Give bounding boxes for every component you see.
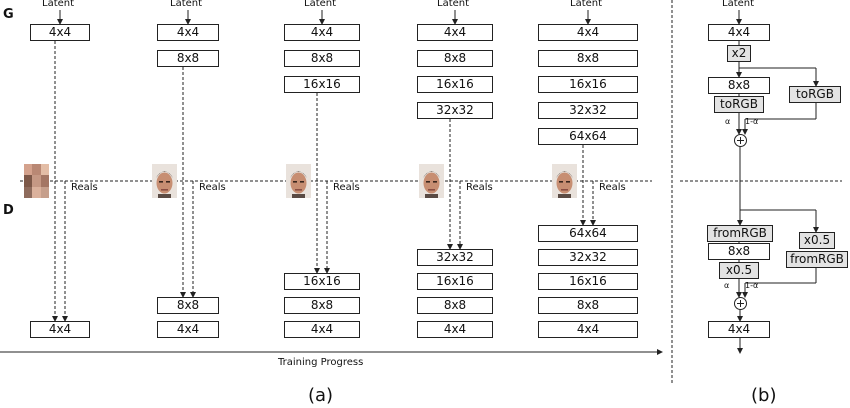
latent-label-b: Latent xyxy=(722,0,755,9)
b-disc-4x4-block: 4x4 xyxy=(708,321,770,338)
training-progress-label: Training Progress xyxy=(278,357,364,368)
generator-block: 8x8 xyxy=(284,50,360,67)
face-pixel xyxy=(32,186,41,198)
face-pixel xyxy=(40,186,49,198)
discriminator-block: 16x16 xyxy=(417,273,493,290)
discriminator-block: 4x4 xyxy=(30,321,90,338)
b-fromrgb-old-block: fromRGB xyxy=(786,251,848,268)
face-pixel xyxy=(40,164,49,176)
discriminator-block: 4x4 xyxy=(157,321,219,338)
b-downsample-old-block: x0.5 xyxy=(799,232,835,249)
discriminator-block: 8x8 xyxy=(538,297,638,314)
b-gen-8x8-block: 8x8 xyxy=(708,77,770,94)
latent-label: Latent xyxy=(170,0,203,9)
generator-block: 8x8 xyxy=(417,50,493,67)
discriminator-block: 16x16 xyxy=(538,273,638,290)
latent-label: Latent xyxy=(570,0,603,9)
generator-block: 16x16 xyxy=(284,76,360,93)
b-disc-one-minus-alpha-label: 1-α xyxy=(745,281,759,290)
face-pixel xyxy=(24,186,33,198)
generator-block: 4x4 xyxy=(284,24,360,41)
reals-label: Reals xyxy=(599,182,626,193)
b-disc-8x8-block: 8x8 xyxy=(708,243,770,260)
face-pixel xyxy=(24,164,33,176)
generator-block: 4x4 xyxy=(30,24,90,41)
b-fromrgb-new-block: fromRGB xyxy=(707,225,773,242)
face-pixel xyxy=(24,175,33,187)
face-thumbnail-4x4 xyxy=(24,164,49,198)
discriminator-block: 4x4 xyxy=(284,321,360,338)
reals-label: Reals xyxy=(333,182,360,193)
face-thumbnail-32x32 xyxy=(419,164,444,198)
b-disc-sum-node xyxy=(734,297,747,310)
panel-a-caption: (a) xyxy=(308,385,334,406)
generator-block: 32x32 xyxy=(417,102,493,119)
generator-block: 8x8 xyxy=(157,50,219,67)
discriminator-block: 8x8 xyxy=(157,297,219,314)
b-gen-alpha-label: α xyxy=(725,117,731,126)
reals-label: Reals xyxy=(71,182,98,193)
generator-block: 16x16 xyxy=(417,76,493,93)
generator-label: G xyxy=(3,7,14,22)
b-disc-alpha-label: α xyxy=(724,281,730,290)
reals-label: Reals xyxy=(199,182,226,193)
face-thumbnail-16x16 xyxy=(286,164,311,198)
discriminator-block: 8x8 xyxy=(417,297,493,314)
face-thumbnail-64x64 xyxy=(552,164,577,198)
latent-label: Latent xyxy=(42,0,75,9)
discriminator-block: 16x16 xyxy=(284,273,360,290)
b-gen-sum-node xyxy=(734,134,747,147)
generator-block: 4x4 xyxy=(417,24,493,41)
discriminator-block: 32x32 xyxy=(538,249,638,266)
b-upsample-block: x2 xyxy=(727,45,751,62)
generator-block: 4x4 xyxy=(538,24,638,41)
reals-label: Reals xyxy=(466,182,493,193)
b-gen-one-minus-alpha-label: 1-α xyxy=(745,117,759,126)
b-gen-4x4-block: 4x4 xyxy=(708,24,770,41)
face-pixel xyxy=(32,164,41,176)
face-pixel xyxy=(32,175,41,187)
discriminator-block: 8x8 xyxy=(284,297,360,314)
discriminator-block: 64x64 xyxy=(538,225,638,242)
generator-block: 32x32 xyxy=(538,102,638,119)
b-downsample-new-block: x0.5 xyxy=(719,262,759,279)
b-torgb-old-block: toRGB xyxy=(789,86,841,103)
generator-block: 8x8 xyxy=(538,50,638,67)
discriminator-block: 32x32 xyxy=(417,249,493,266)
discriminator-block: 4x4 xyxy=(417,321,493,338)
face-thumbnail-8x8 xyxy=(152,164,177,198)
latent-label: Latent xyxy=(437,0,470,9)
latent-label: Latent xyxy=(304,0,337,9)
generator-block: 4x4 xyxy=(157,24,219,41)
discriminator-block: 4x4 xyxy=(538,321,638,338)
panel-b-caption: (b) xyxy=(751,385,777,406)
discriminator-label: D xyxy=(3,203,14,218)
b-torgb-new-block: toRGB xyxy=(714,96,764,113)
face-pixel xyxy=(40,175,49,187)
generator-block: 16x16 xyxy=(538,76,638,93)
generator-block: 64x64 xyxy=(538,128,638,145)
